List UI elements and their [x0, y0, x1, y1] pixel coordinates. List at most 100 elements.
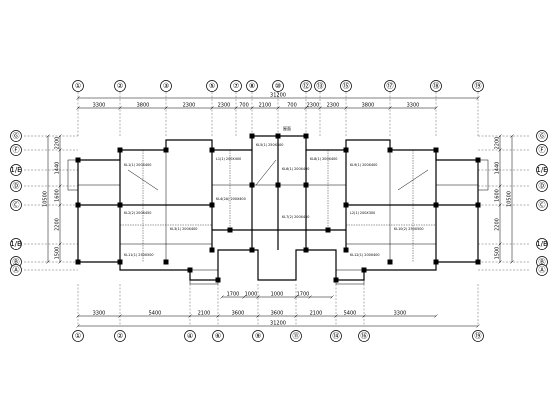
axis-bubble-label: Ⓑ	[13, 258, 20, 266]
dim-bottom-label: 5400	[344, 311, 357, 317]
column	[303, 182, 309, 188]
dim-tick	[220, 295, 224, 299]
axis-bubble-circle	[536, 164, 548, 176]
column	[75, 157, 81, 163]
dim-left-label: 2200	[55, 137, 61, 150]
dim-bottom-label: 2100	[310, 311, 323, 317]
dim-tick	[498, 184, 502, 188]
axis-bubble-circle	[160, 80, 172, 92]
axis-bubble-right: 1/B	[536, 238, 548, 250]
structural-columns	[75, 133, 481, 283]
dim-tick	[188, 314, 192, 318]
column	[215, 277, 221, 283]
dim-tick	[294, 295, 298, 299]
dim-tick	[434, 106, 438, 110]
dim-tick	[58, 203, 62, 207]
axis-bubble-label: Ⓐ	[13, 266, 20, 274]
dim-tick	[118, 314, 122, 318]
axis-bubble-circle	[206, 80, 218, 92]
column	[209, 202, 215, 208]
axis-bubble-bottom: ①	[72, 330, 84, 342]
axis-bubble-circle	[72, 80, 84, 92]
axis-bubble-label: ③	[163, 82, 169, 90]
axis-bubble-circle	[472, 330, 484, 342]
column	[325, 227, 331, 233]
axis-bubble-circle	[10, 164, 22, 176]
axis-bubble-circle	[10, 238, 22, 250]
axis-bubble-label: Ⓖ	[539, 132, 546, 140]
axis-bubble-label: ⑤	[209, 82, 215, 90]
column	[227, 227, 233, 233]
dim-bottom-label: 5400	[149, 311, 162, 317]
dim-tick	[498, 203, 502, 207]
axis-bubble-circle	[246, 80, 258, 92]
axis-bubble-left: Ⓐ	[10, 264, 22, 276]
dim-tick	[476, 96, 480, 100]
axis-bubble-label: ⑩	[275, 82, 281, 90]
dim-tick	[76, 106, 80, 110]
axis-bubble-top: ⑱	[430, 80, 442, 92]
dim-right-label: 2200	[495, 137, 501, 150]
dim-top-label: 2300	[327, 103, 340, 109]
beam-label: L1(1) 200X400	[216, 157, 241, 161]
axis-bubble-label: ⑧	[249, 82, 255, 90]
dim-bottom-label: 3300	[394, 311, 407, 317]
axis-bubble-top: ⑰	[384, 80, 396, 92]
axis-bubble-circle	[72, 330, 84, 342]
dim-bottom-label: 3600	[232, 311, 245, 317]
axis-bubble-circle	[314, 80, 326, 92]
axis-bubble-bottom: ⑥	[212, 330, 224, 342]
dim-tick	[216, 314, 220, 318]
beam-label: KL5(1) 250X500	[256, 143, 283, 147]
dim-tick	[498, 242, 502, 246]
axis-bubble-circle	[300, 80, 312, 92]
axis-bubble-label: ⑥	[215, 332, 221, 340]
axis-bubble-label: ⑮	[343, 82, 350, 90]
column	[117, 147, 123, 153]
column	[275, 133, 281, 139]
axis-bubble-label: ②	[117, 82, 123, 90]
dim-tick	[498, 134, 502, 138]
dim-top-label: 3300	[407, 103, 420, 109]
column	[117, 259, 123, 265]
dim-top-total-label: 31200	[270, 93, 286, 99]
axis-bubble-left: Ⓕ	[10, 144, 22, 156]
column	[75, 202, 81, 208]
axis-bubble-label: ⑫	[303, 82, 310, 90]
column	[249, 247, 255, 253]
beam-label: KL9(1) 200X400	[350, 163, 377, 167]
dim-left-label: 1600	[55, 189, 61, 202]
beam-label: KL4(2A) 200X400	[216, 197, 246, 201]
axis-bubble-left: Ⓖ	[10, 130, 22, 142]
axis-bubble-label: 1/B	[536, 240, 548, 248]
axis-bubble-bottom: ⑯	[358, 330, 370, 342]
axis-bubble-circle	[184, 330, 196, 342]
bay-left	[67, 159, 79, 191]
axis-bubble-right: Ⓖ	[536, 130, 548, 142]
dim-left-label: 1500	[55, 247, 61, 260]
axis-bubble-label: Ⓑ	[539, 258, 546, 266]
axis-bubble-label: Ⓕ	[13, 146, 20, 154]
dim-tick	[294, 314, 298, 318]
axis-bubble-circle	[536, 264, 548, 276]
dim-top-label: 2300	[183, 103, 196, 109]
axis-bubble-label: ⑲	[475, 82, 482, 90]
axis-bubble-label: ⑲	[475, 332, 482, 340]
axis-bubble-label: Ⓕ	[539, 146, 546, 154]
balcony-left	[189, 269, 219, 285]
axis-bubble-bottom: ⑭	[330, 330, 342, 342]
beam-label: KL7(2) 200X450	[282, 215, 309, 219]
dim-tick	[510, 260, 514, 264]
axis-bubble-circle	[536, 238, 548, 250]
column	[387, 259, 393, 265]
dim-top-label: 2300	[218, 103, 231, 109]
beam-label: KL12(1) 200X400	[350, 253, 380, 257]
dim-tick	[58, 148, 62, 152]
dim-tick	[308, 295, 312, 299]
column	[475, 202, 481, 208]
axis-bubble-circle	[536, 130, 548, 142]
axis-bubble-label: Ⓖ	[13, 132, 20, 140]
balcony-right	[335, 269, 365, 285]
column	[475, 157, 481, 163]
